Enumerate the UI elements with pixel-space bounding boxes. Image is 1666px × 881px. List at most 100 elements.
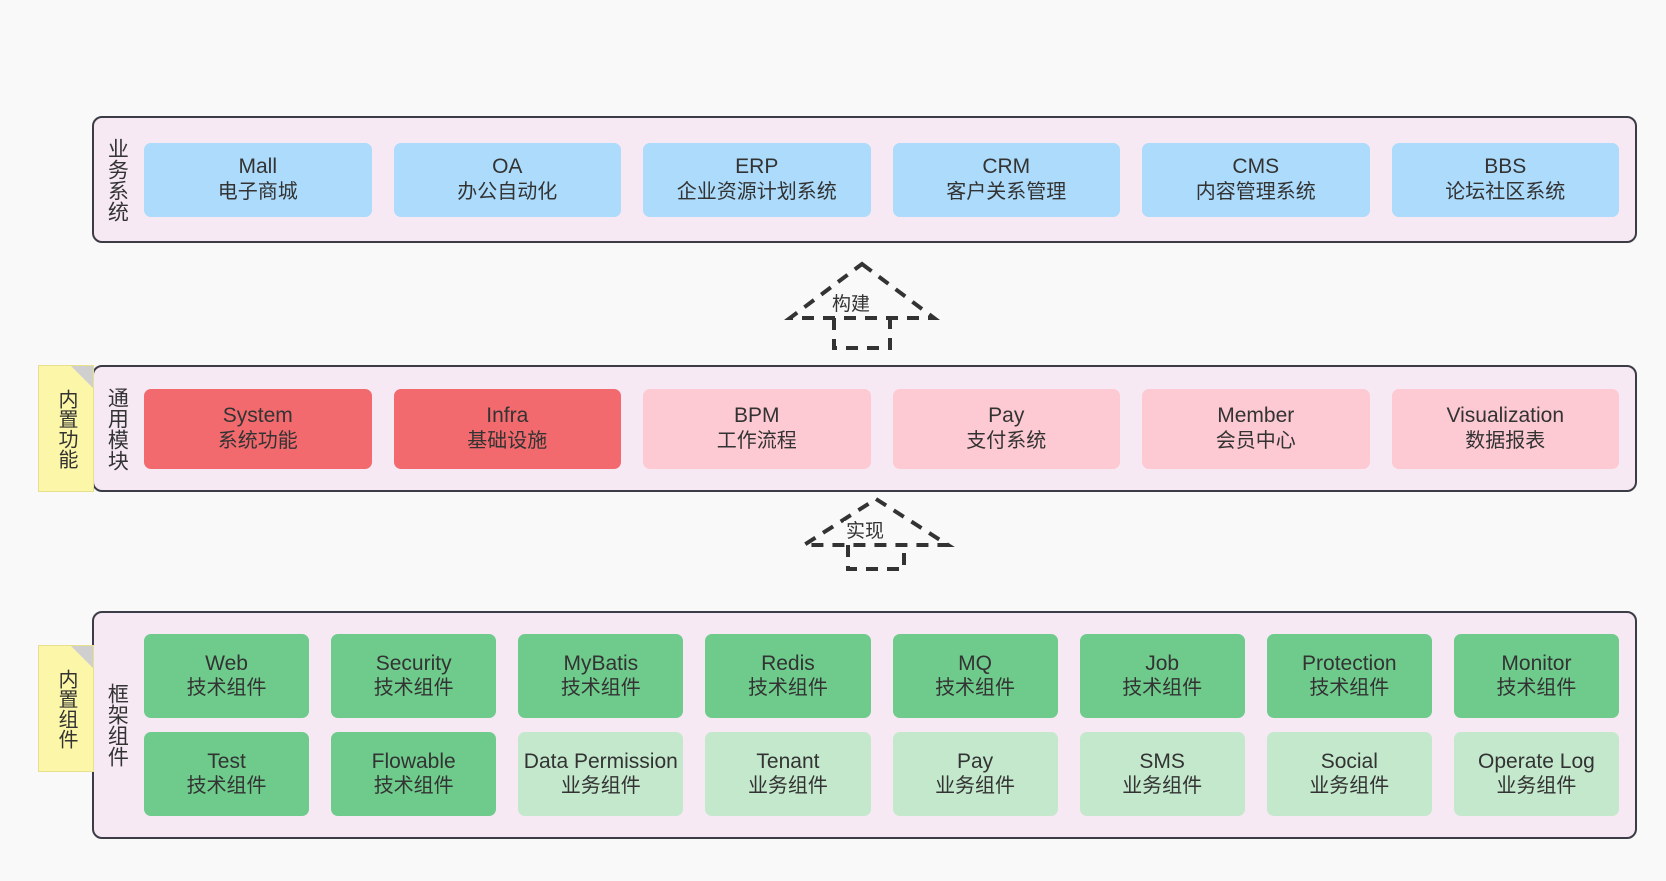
card-title-en: OA xyxy=(492,155,523,179)
card-title-en: Test xyxy=(207,749,246,773)
card-title-cn: 会员中心 xyxy=(1215,429,1296,452)
card-title-cn: 技术组件 xyxy=(373,677,454,700)
card-title-cn: 论坛社区系统 xyxy=(1445,180,1566,203)
card-title-en: CRM xyxy=(982,155,1031,179)
card-title-en: Data Permission xyxy=(523,749,678,773)
card-flowable[interactable]: Flowable 技术组件 xyxy=(331,732,497,816)
card-title-en: Monitor xyxy=(1501,651,1572,675)
card-title-cn: 技术组件 xyxy=(186,677,267,700)
note-fold-corner-icon xyxy=(71,366,93,388)
card-title-cn: 客户关系管理 xyxy=(946,180,1067,203)
card-title-cn: 数据报表 xyxy=(1465,429,1546,452)
layer-business-system: 业务系统 Mall 电子商城 OA 办公自动化 ERP 企业资源计划系统 CRM… xyxy=(92,116,1637,243)
card-job[interactable]: Job 技术组件 xyxy=(1079,634,1245,718)
card-title-en: MyBatis xyxy=(563,651,639,675)
card-erp[interactable]: ERP 企业资源计划系统 xyxy=(643,142,871,217)
card-title-en: Security xyxy=(375,651,452,675)
card-title-en: Pay xyxy=(956,749,994,773)
card-title-en: Social xyxy=(1320,749,1378,773)
card-title-cn: 业务组件 xyxy=(935,775,1016,798)
card-title-en: Operate Log xyxy=(1478,749,1595,773)
card-title-en: Member xyxy=(1217,404,1295,428)
layer-title-common-modules: 通用模块 xyxy=(105,386,129,471)
card-title-en: Flowable xyxy=(371,749,456,773)
card-title-cn: 企业资源计划系统 xyxy=(676,180,837,203)
layer-framework-components: 框架组件 Web 技术组件 Security 技术组件 MyBatis 技术组件… xyxy=(92,611,1637,839)
card-title-en: Redis xyxy=(761,651,815,675)
card-title-cn: 支付系统 xyxy=(966,429,1047,452)
card-monitor[interactable]: Monitor 技术组件 xyxy=(1453,634,1619,718)
card-bpm[interactable]: BPM 工作流程 xyxy=(643,388,871,469)
card-data-permission[interactable]: Data Permission 业务组件 xyxy=(518,732,684,816)
card-test[interactable]: Test 技术组件 xyxy=(144,732,310,816)
card-title-en: BPM xyxy=(733,404,780,428)
card-row: Mall 电子商城 OA 办公自动化 ERP 企业资源计划系统 CRM 客户关系… xyxy=(144,142,1619,217)
card-title-cn: 技术组件 xyxy=(1496,677,1577,700)
card-title-cn: 业务组件 xyxy=(560,775,641,798)
layer-body-framework-components: Web 技术组件 Security 技术组件 MyBatis 技术组件 Redi… xyxy=(138,613,1635,837)
layer-common-modules: 通用模块 System 系统功能 Infra 基础设施 BPM 工作流程 Pay… xyxy=(92,365,1637,492)
arrow-implement: 实现 xyxy=(796,493,956,571)
card-row: System 系统功能 Infra 基础设施 BPM 工作流程 Pay 支付系统… xyxy=(144,388,1619,469)
card-title-cn: 技术组件 xyxy=(935,677,1016,700)
card-bbs[interactable]: BBS 论坛社区系统 xyxy=(1391,142,1619,217)
card-title-cn: 基础设施 xyxy=(467,429,548,452)
card-sms[interactable]: SMS 业务组件 xyxy=(1079,732,1245,816)
card-member[interactable]: Member 会员中心 xyxy=(1142,388,1370,469)
card-title-cn: 技术组件 xyxy=(1309,677,1390,700)
card-title-en: BBS xyxy=(1484,155,1527,179)
card-protection[interactable]: Protection 技术组件 xyxy=(1266,634,1432,718)
card-security[interactable]: Security 技术组件 xyxy=(331,634,497,718)
card-title-cn: 工作流程 xyxy=(716,429,797,452)
card-title-cn: 技术组件 xyxy=(186,775,267,798)
card-mall[interactable]: Mall 电子商城 xyxy=(144,142,372,217)
layer-title-business-system: 业务系统 xyxy=(105,137,129,222)
card-pay-module[interactable]: Pay 支付系统 xyxy=(892,388,1120,469)
card-system[interactable]: System 系统功能 xyxy=(144,388,372,469)
card-title-cn: 技术组件 xyxy=(560,677,641,700)
card-title-en: Tenant xyxy=(756,749,820,773)
card-title-cn: 业务组件 xyxy=(747,775,828,798)
card-title-en: Job xyxy=(1145,651,1180,675)
card-social[interactable]: Social 业务组件 xyxy=(1266,732,1432,816)
card-title-en: MQ xyxy=(958,651,992,675)
card-title-cn: 系统功能 xyxy=(217,429,298,452)
card-title-cn: 业务组件 xyxy=(1309,775,1390,798)
card-title-cn: 内容管理系统 xyxy=(1195,180,1316,203)
card-infra[interactable]: Infra 基础设施 xyxy=(393,388,621,469)
card-title-en: SMS xyxy=(1139,749,1185,773)
card-title-en: Pay xyxy=(988,404,1025,428)
layer-body-business-system: Mall 电子商城 OA 办公自动化 ERP 企业资源计划系统 CRM 客户关系… xyxy=(138,118,1635,241)
card-title-cn: 业务组件 xyxy=(1496,775,1577,798)
card-title-en: Infra xyxy=(486,404,529,428)
card-mq[interactable]: MQ 技术组件 xyxy=(892,634,1058,718)
card-title-en: Protection xyxy=(1302,651,1397,675)
arrow-build: 构建 xyxy=(782,258,942,350)
note-label: 内置组件 xyxy=(55,668,77,749)
card-cms[interactable]: CMS 内容管理系统 xyxy=(1142,142,1370,217)
card-title-cn: 技术组件 xyxy=(373,775,454,798)
card-title-en: ERP xyxy=(735,155,779,179)
card-operate-log[interactable]: Operate Log 业务组件 xyxy=(1453,732,1619,816)
card-title-cn: 业务组件 xyxy=(1122,775,1203,798)
card-mybatis[interactable]: MyBatis 技术组件 xyxy=(518,634,684,718)
arrow-label-build: 构建 xyxy=(830,294,873,315)
card-tenant[interactable]: Tenant 业务组件 xyxy=(705,732,871,816)
card-crm[interactable]: CRM 客户关系管理 xyxy=(892,142,1120,217)
card-title-en: CMS xyxy=(1232,155,1280,179)
card-oa[interactable]: OA 办公自动化 xyxy=(393,142,621,217)
card-pay-component[interactable]: Pay 业务组件 xyxy=(892,732,1058,816)
card-web[interactable]: Web 技术组件 xyxy=(144,634,310,718)
card-title-cn: 技术组件 xyxy=(747,677,828,700)
card-title-cn: 办公自动化 xyxy=(457,180,558,203)
card-title-cn: 技术组件 xyxy=(1122,677,1203,700)
card-title-en: Mall xyxy=(238,155,277,179)
arrow-label-implement: 实现 xyxy=(844,521,887,542)
card-redis[interactable]: Redis 技术组件 xyxy=(705,634,871,718)
note-builtin-features: 内置功能 xyxy=(38,365,94,492)
card-visualization[interactable]: Visualization 数据报表 xyxy=(1391,388,1619,469)
layer-title-framework-components: 框架组件 xyxy=(105,683,129,767)
card-title-en: System xyxy=(222,404,293,428)
note-fold-corner-icon xyxy=(71,646,93,668)
